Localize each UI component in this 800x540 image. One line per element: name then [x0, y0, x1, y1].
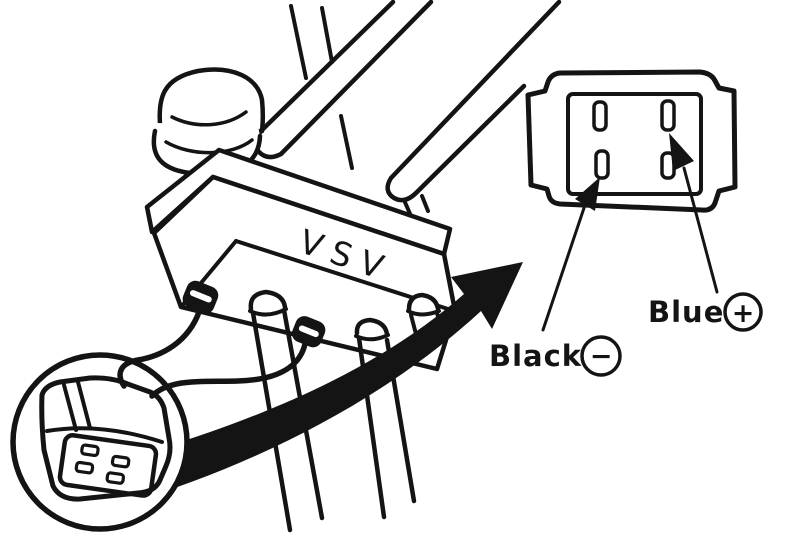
wire-negative [117, 309, 202, 389]
thin-hose-line [320, 6, 334, 64]
plug-mating-face [57, 433, 159, 498]
wire-terminal-2 [291, 316, 326, 348]
connector-plug-3d [39, 375, 173, 502]
port-collar-c [406, 309, 441, 317]
dome-seam-line [170, 110, 248, 127]
negative-symbol: − [590, 341, 613, 372]
connector-shell [525, 69, 738, 213]
plug-pin-slot [80, 443, 100, 458]
plug-pin-slot [105, 471, 126, 485]
port-nipple-a [248, 289, 288, 312]
connector-detail-circle [10, 352, 190, 532]
negative-pin-pointer-line [541, 206, 586, 332]
positive-pin-pointer-line [682, 166, 719, 294]
negative-symbol-circle [580, 335, 622, 377]
pin-slot-bottom-left [594, 149, 610, 180]
wire-terminal-1 [182, 280, 219, 314]
vsv-valve: VSV [144, 67, 458, 372]
plug-face-crease [45, 426, 164, 444]
positive-symbol-circle [723, 292, 763, 332]
plug-polarization-ribs [62, 380, 92, 432]
connector-wires [117, 309, 308, 399]
pin-slot-top-right [660, 99, 676, 132]
plug-pin-slot [110, 454, 131, 469]
port-nipple-b [354, 317, 390, 337]
positive-symbol: + [732, 298, 755, 329]
port-collar-b [354, 333, 390, 342]
vacuum-hose-right [385, 0, 562, 203]
connector-inner-frame [566, 92, 703, 196]
wire-color-labels: Black − Blue + [489, 292, 763, 377]
thin-hose-line [339, 114, 354, 170]
black-wire-label: Black [489, 339, 582, 373]
port-collar-a [248, 307, 288, 317]
negative-pin-pointer-arrowhead [575, 177, 600, 211]
plug-pin-slot [74, 460, 95, 475]
thin-hose-line [289, 4, 308, 80]
connector-face-view [525, 69, 738, 332]
flange-seam-line [164, 138, 254, 155]
port-nipple-c [406, 292, 441, 312]
wire-positive [149, 341, 308, 399]
pin-slot-top-left [592, 100, 608, 132]
zoom-arrow [119, 262, 523, 506]
positive-pin-pointer-arrowhead [669, 133, 694, 171]
blue-wire-label: Blue [648, 295, 724, 329]
